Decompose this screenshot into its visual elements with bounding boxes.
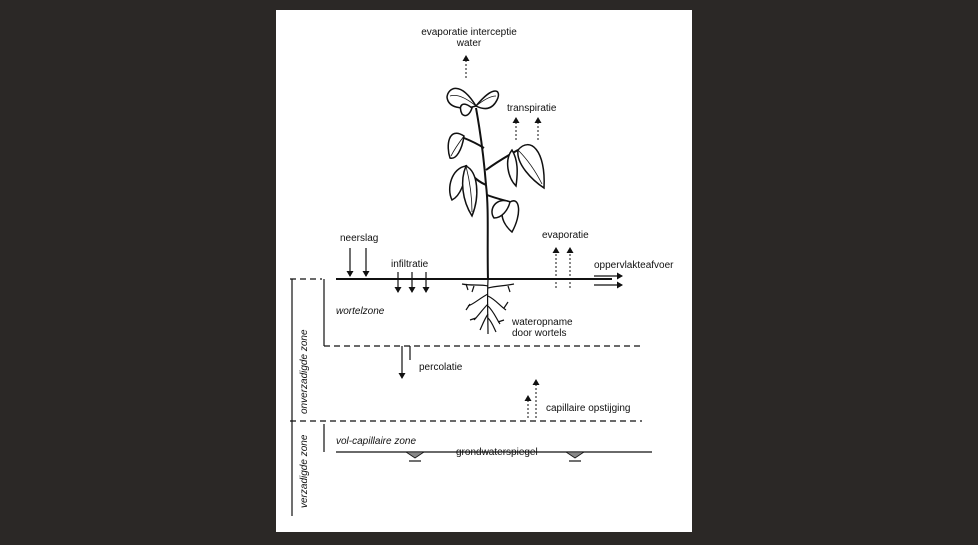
rootzone-label: wortelzone (336, 306, 385, 317)
water-level-symbol-left (404, 451, 426, 459)
unsaturated-zone-label: onverzadigde zone (299, 329, 310, 414)
infiltration-label: infiltratie (391, 259, 429, 270)
root-uptake-label-2: door wortels (512, 328, 566, 339)
precipitation-label: neerslag (340, 233, 378, 244)
interception-evaporation-label: evaporatie interceptie (421, 27, 517, 38)
percolation-label: percolatie (419, 362, 463, 373)
root-uptake-label: wateropname (511, 317, 573, 328)
groundwater-table-label: grondwaterspiegel (456, 447, 538, 458)
capillary-rise-label: capillaire opstijging (546, 403, 631, 414)
water-level-symbol-right (564, 451, 586, 459)
capillary-zone-label: vol-capillaire zone (336, 436, 416, 447)
runoff-label: oppervlakteafvoer (594, 260, 674, 271)
interception-water-label: water (456, 38, 482, 49)
transpiration-label: transpiratie (507, 103, 557, 114)
plant-illustration (446, 87, 545, 335)
saturated-zone-label: verzadigde zone (299, 434, 310, 508)
soil-evaporation-label: evaporatie (542, 230, 589, 241)
